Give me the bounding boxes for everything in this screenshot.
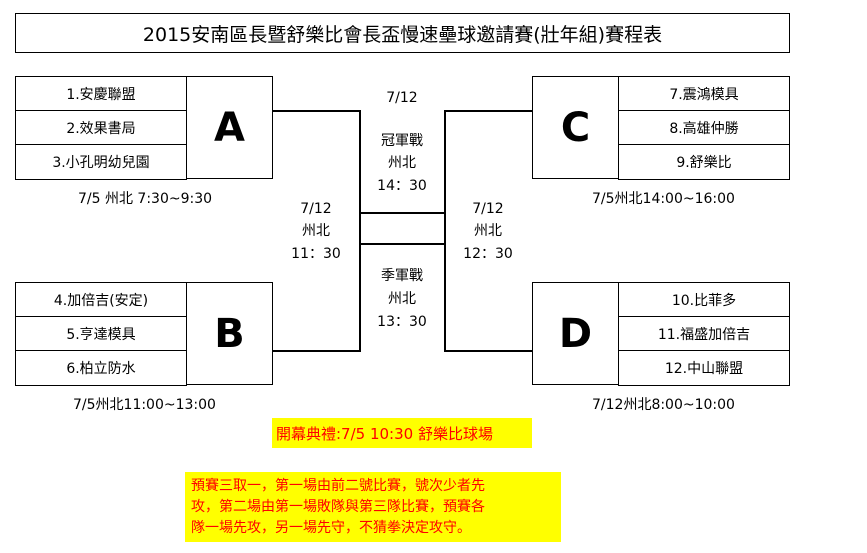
semi-right-venue: 州北 [474,223,502,239]
bracket-line-right-vertical [444,110,446,352]
bracket-line-c [446,110,532,112]
group-a-schedule: 7/5 州北 7:30~9:30 [78,191,213,207]
team-2: 2.效果書局 [16,111,186,145]
opening-ceremony-note: 開幕典禮:7/5 10:30 舒樂比球場 [272,418,532,448]
team-4: 4.加倍吉(安定) [16,283,186,317]
final-time: 14：30 [377,178,427,194]
team-8: 8.高雄仲勝 [619,111,789,145]
team-12: 12.中山聯盟 [664,361,744,377]
team-10: 10.比菲多 [619,283,789,317]
rules-note: 預賽三取一，第一場由前二號比賽，號次少者先 攻，第二場由第一場敗隊與第三隊比賽，… [185,472,561,542]
final-venue: 州北 [388,155,416,171]
team-5: 5.亨達模具 [16,317,186,351]
group-c-team-list: 7.震鴻模具 8.高雄仲勝 9.舒樂比 [618,76,790,180]
rules-line-3: 隊一場先攻，另一場先守，不猜拳決定攻守。 [191,520,471,536]
team-7: 7.震鴻模具 [619,77,789,111]
bracket-line-d [446,350,532,352]
bracket-line-b [273,350,361,352]
group-d-label: D [532,282,619,385]
group-b-label: B [186,282,273,385]
rules-line-1: 預賽三取一，第一場由前二號比賽，號次少者先 [191,478,485,494]
group-d-schedule: 7/12州北8:00~10:00 [592,397,735,413]
final-title: 冠軍戰 [381,133,423,149]
group-c-schedule: 7/5州北14:00~16:00 [592,191,735,207]
team-3: 3.小孔明幼兒園 [52,155,150,171]
rules-line-2: 攻，第二場由第一場敗隊與第三隊比賽，預賽各 [191,499,485,515]
team-6: 6.柏立防水 [66,361,136,377]
bracket-line-left-vertical [359,110,361,352]
group-d-team-list: 10.比菲多 11.福盛加倍吉 12.中山聯盟 [618,282,790,386]
group-a-team-list: 1.安慶聯盟 2.效果書局 3.小孔明幼兒園 [15,76,187,180]
page-title: 2015安南區長暨舒樂比會長盃慢速壘球邀請賽(壯年組)賽程表 [15,13,790,53]
group-c-label: C [532,76,619,179]
final-date: 7/12 [386,90,418,106]
semi-left-time: 11：30 [291,246,341,262]
semi-right-date: 7/12 [472,201,504,217]
group-a-label: A [186,76,273,179]
semi-left-date: 7/12 [300,201,332,217]
semi-left-venue: 州北 [302,223,330,239]
bracket-line-third-place [359,243,446,245]
semi-right-time: 12：30 [463,246,513,262]
bracket-line-final [359,212,446,214]
group-b-team-list: 4.加倍吉(安定) 5.亨達模具 6.柏立防水 [15,282,187,386]
team-11: 11.福盛加倍吉 [619,317,789,351]
bracket-line-a [273,110,361,112]
team-9: 9.舒樂比 [676,155,732,171]
team-1: 1.安慶聯盟 [16,77,186,111]
third-place-venue: 州北 [388,291,416,307]
third-place-time: 13：30 [377,314,427,330]
third-place-title: 季軍戰 [381,268,423,284]
group-b-schedule: 7/5州北11:00~13:00 [73,397,216,413]
